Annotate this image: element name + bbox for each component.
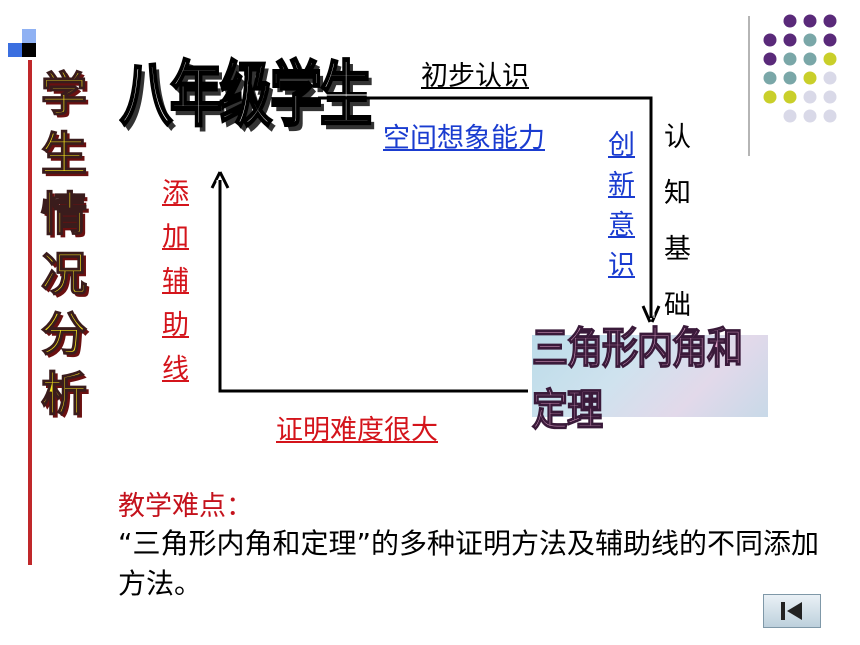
deco-dot xyxy=(783,71,797,85)
label-add-auxiliary-line: 添 加 辅 助 线 xyxy=(162,178,189,385)
first-slide-icon xyxy=(781,602,802,620)
deco-dot xyxy=(783,33,797,47)
deco-dot xyxy=(783,90,797,104)
side-title-char: 析 xyxy=(40,366,87,421)
deco-dot xyxy=(763,71,777,85)
label-innovation-awareness: 创 新 意 识 xyxy=(608,130,635,281)
theorem-box: 三角形内角和定理 xyxy=(531,324,768,437)
deco-dot xyxy=(803,109,817,123)
deco-dot xyxy=(763,33,777,47)
side-title-char: 学 xyxy=(40,66,87,121)
deco-dot xyxy=(763,90,777,104)
deco-square-light xyxy=(22,29,36,43)
label-proof-difficulty: 证明难度很大 xyxy=(276,415,438,446)
flow-line-bottom-left xyxy=(218,180,528,393)
deco-dot xyxy=(763,52,777,66)
deco-dot xyxy=(783,109,797,123)
teaching-difficulty-title: 教学难点： xyxy=(118,491,253,522)
deco-dot xyxy=(823,52,837,66)
deco-dot xyxy=(783,52,797,66)
side-title-char: 分 xyxy=(40,306,87,361)
deco-dot xyxy=(803,33,817,47)
theorem-title: 三角形内角和定理 xyxy=(531,324,743,437)
deco-dot xyxy=(803,52,817,66)
side-title-student-analysis: 学 生 情 况 分 析 xyxy=(33,64,95,424)
deco-dot xyxy=(823,33,837,47)
first-slide-button[interactable] xyxy=(763,594,821,628)
deco-dot xyxy=(803,14,817,28)
label-spatial-imagination: 空间想象能力 xyxy=(383,123,545,154)
deco-dot xyxy=(783,14,797,28)
deco-dot xyxy=(823,109,837,123)
deco-divider xyxy=(748,16,750,156)
student-title: 八年级学生 xyxy=(119,54,373,138)
deco-square-blue xyxy=(8,43,22,57)
deco-dot xyxy=(803,90,817,104)
deco-square-black xyxy=(22,43,36,57)
side-title-char: 生 xyxy=(40,126,87,181)
deco-dot-grid xyxy=(763,14,837,123)
deco-dot xyxy=(803,71,817,85)
deco-dot xyxy=(823,71,837,85)
side-title-char: 况 xyxy=(40,246,87,301)
flow-line-top-right xyxy=(318,96,653,318)
deco-dot xyxy=(823,90,837,104)
teaching-difficulty-body: “三角形内角和定理”的多种证明方法及辅助线的不同添加方法。 xyxy=(118,527,820,600)
deco-dot xyxy=(823,14,837,28)
side-title-char: 情 xyxy=(40,186,87,241)
label-cognitive-foundation: 认 知 基 础 xyxy=(664,122,691,321)
left-red-rule xyxy=(28,60,32,565)
label-initial-understanding: 初步认识 xyxy=(421,61,529,92)
